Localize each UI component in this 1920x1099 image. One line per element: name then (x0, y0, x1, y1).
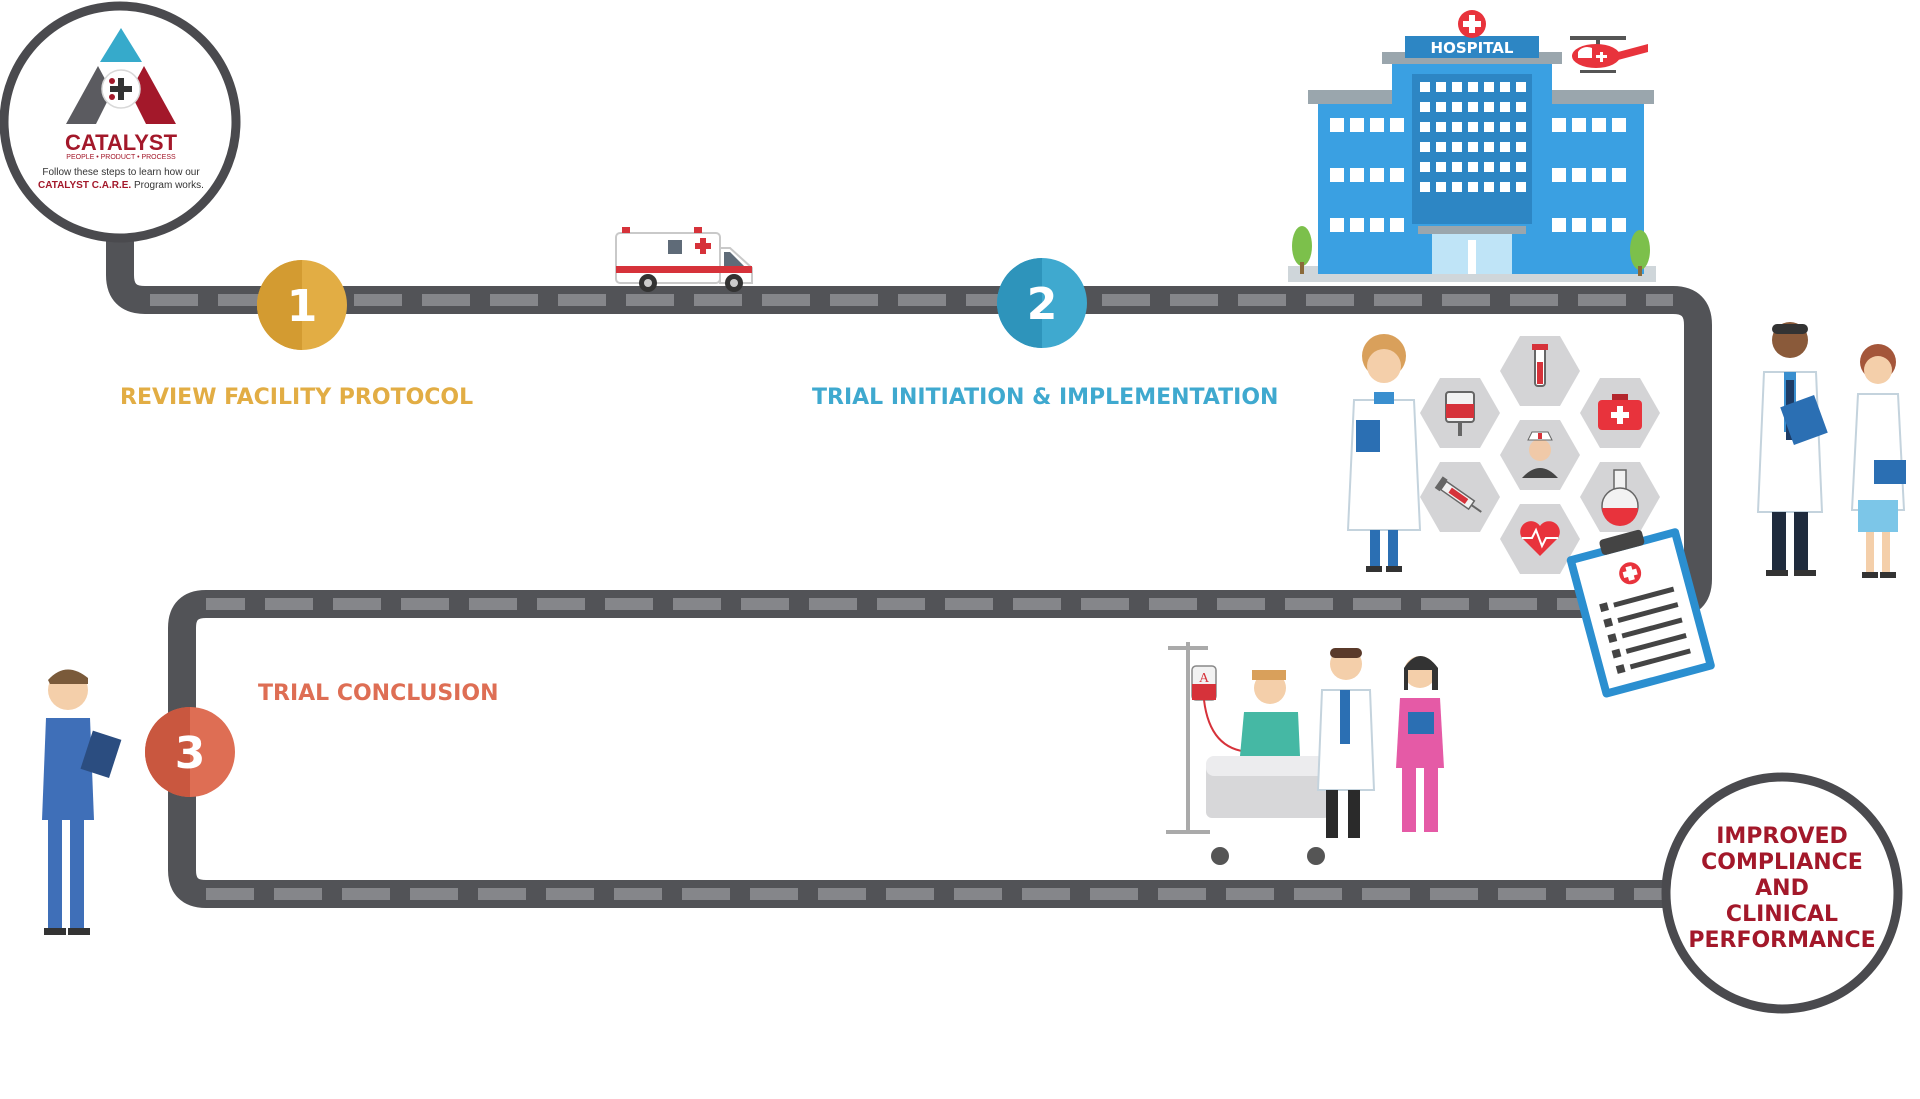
logo-tagline: PEOPLE • PRODUCT • PROCESS (66, 154, 176, 161)
step-1: 1 REVIEW FACILITY PROTOCOL (120, 260, 473, 410)
step-2-label: TRIAL INITIATION & IMPLEMENTATION (812, 385, 1278, 410)
nurse-hex-icon (1500, 420, 1580, 490)
nurse-figure (1396, 656, 1444, 832)
result-line-4: CLINICAL (1726, 902, 1838, 927)
hospital-building-icon: HOSPITAL (1288, 10, 1656, 282)
flask-hex-icon (1580, 462, 1660, 532)
road-dashes (150, 294, 1700, 900)
logo-circle (0, 1, 241, 243)
logo-badge: CATALYST PEOPLE • PRODUCT • PROCESS Foll… (0, 1, 241, 243)
step-1-number: 1 (287, 281, 318, 332)
result-circle (1661, 772, 1903, 1014)
hospital-sign: HOSPITAL (1431, 39, 1514, 57)
tree-icon (1292, 226, 1650, 276)
syringe-hex-icon (1420, 462, 1500, 532)
blood-bag-letter: A (1199, 671, 1210, 686)
step-3-number: 3 (175, 728, 206, 779)
road (106, 190, 1720, 908)
female-doctor-figure (1346, 334, 1422, 572)
doctor-pair-figure (1756, 322, 1906, 578)
first-aid-hex-icon (1580, 378, 1660, 448)
result-line-5: PERFORMANCE (1688, 928, 1875, 953)
result-line-1: IMPROVED (1716, 824, 1848, 849)
step-3: 3 TRIAL CONCLUSION (145, 681, 499, 797)
male-doctor-clipboard-figure (42, 669, 122, 935)
logo-intro-line1: Follow these steps to learn how our (42, 167, 200, 178)
medical-icons-cluster (1420, 336, 1660, 574)
clipboard-icon (1566, 528, 1715, 698)
dropper-hex-icon (1500, 336, 1580, 406)
doctor-stethoscope-figure (1316, 648, 1376, 838)
logo-brand: CATALYST (65, 130, 178, 155)
ambulance-icon (615, 227, 753, 292)
step-1-circle-shade (257, 260, 302, 350)
iv-pole (1186, 642, 1190, 832)
logo-intro-brand: CATALYST C.A.R.E. (38, 180, 131, 191)
logo-intro-rest: Program works. (131, 180, 204, 191)
step-3-circle-shade (145, 707, 190, 797)
blood-bag-hex-icon (1420, 378, 1500, 448)
step-2: 2 TRIAL INITIATION & IMPLEMENTATION (812, 258, 1278, 410)
logo-intro-line2: CATALYST C.A.R.E. Program works. (38, 180, 204, 191)
result-line-3: AND (1755, 876, 1809, 901)
heart-hex-icon (1500, 504, 1580, 574)
helicopter-icon (1570, 36, 1648, 73)
catalyst-logo-icon (66, 28, 176, 124)
step-2-number: 2 (1027, 279, 1058, 330)
result-line-2: COMPLIANCE (1701, 850, 1863, 875)
result-badge: IMPROVED COMPLIANCE AND CLINICAL PERFORM… (1661, 772, 1903, 1014)
step-2-circle-shade (997, 258, 1042, 348)
patient-bed-scene: A (1166, 642, 1444, 865)
step-1-label: REVIEW FACILITY PROTOCOL (120, 385, 473, 410)
step-3-label: TRIAL CONCLUSION (258, 681, 499, 706)
